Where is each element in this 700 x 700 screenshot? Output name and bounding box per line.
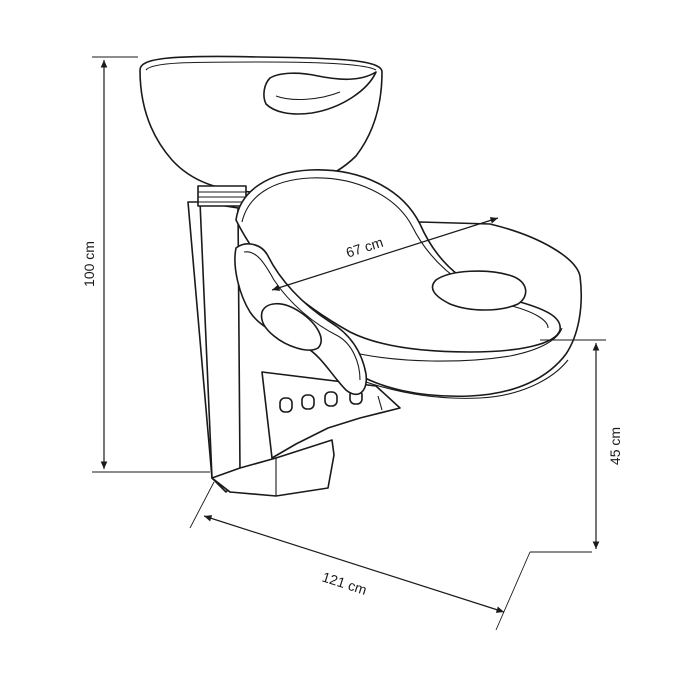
- wash-basin: [139, 55, 383, 207]
- pedestal: [187, 201, 335, 497]
- seat-height-label: 45 cm: [607, 427, 623, 465]
- bracket-hole: [279, 397, 293, 413]
- bracket-hole: [324, 391, 338, 407]
- height-dimension: [92, 56, 210, 473]
- seat-height-dimension: [540, 339, 606, 549]
- width-label: 121 cm: [320, 569, 369, 598]
- seat-bracket: [261, 371, 401, 459]
- chair: [234, 169, 583, 399]
- width-dimension: [189, 481, 592, 631]
- height-label: 100 cm: [81, 241, 97, 287]
- seat-depth-dimension: [271, 217, 499, 291]
- bracket-hole: [301, 394, 315, 410]
